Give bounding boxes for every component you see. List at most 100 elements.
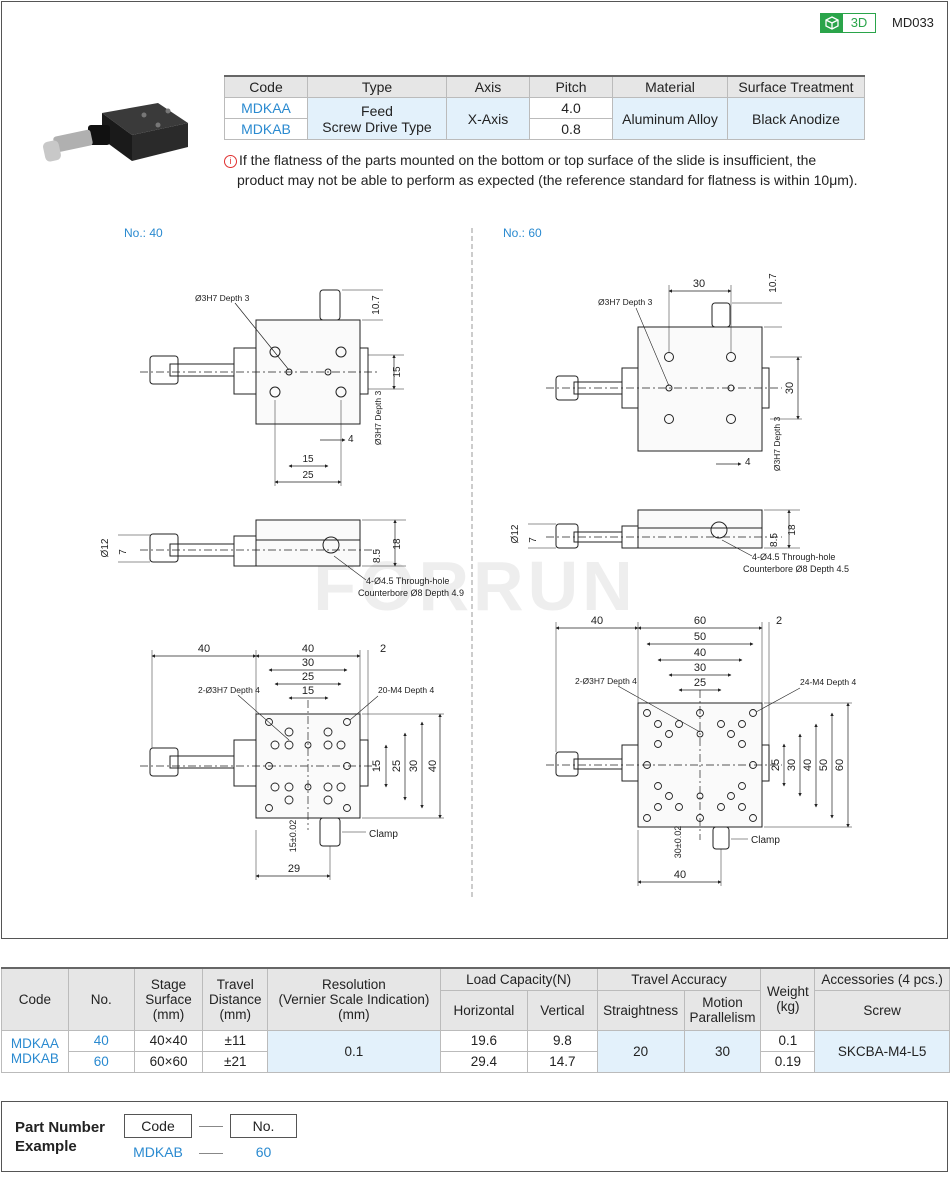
main-straightness: 20 — [596, 1029, 685, 1073]
pn-no-value[interactable]: 60 — [255, 1144, 272, 1160]
spec-code-mdkaa[interactable]: MDKAA — [224, 97, 308, 119]
no60-top-4: 4 — [745, 457, 751, 468]
main-code-mdkaa[interactable]: MDKAA — [10, 1036, 59, 1051]
3d-label: 3D — [850, 15, 868, 30]
no60-bot-v40: 40 — [802, 759, 814, 771]
upper-frame — [1, 1, 948, 939]
weight-l1: Weight — [766, 984, 809, 1000]
label-no40: No.: 40 — [124, 226, 163, 240]
no60-bot-v30: 30 — [786, 759, 798, 771]
pn-code-value[interactable]: MDKAB — [133, 1144, 183, 1160]
spec-header-pitch: Pitch — [529, 75, 613, 98]
stage-l1: Stage — [150, 976, 187, 992]
main-row1-stage: 40×40 — [133, 1029, 204, 1052]
no40-bot-v25: 25 — [391, 760, 403, 772]
spec-code-mdkab[interactable]: MDKAB — [224, 118, 308, 140]
note-line2: product may not be able to perform as ex… — [237, 172, 858, 188]
no60-bot-30: 30 — [694, 662, 706, 674]
travel-l1: Travel — [216, 976, 254, 992]
no40-bot-v15: 15 — [371, 760, 383, 772]
no40-top-25: 25 — [302, 470, 314, 481]
no40-bot-tap-label: 20-M4 Depth 4 — [378, 685, 434, 695]
no60-top-30: 30 — [693, 278, 705, 290]
main-row2-no: 60 — [67, 1050, 135, 1073]
pn-no-box: No. — [230, 1114, 297, 1138]
travel-l3: (mm) — [219, 1006, 252, 1022]
info-icon: i — [224, 155, 237, 168]
no60-bot-tap-label: 24-M4 Depth 4 — [800, 677, 856, 687]
res-l1: Resolution — [322, 976, 386, 992]
no60-side-7: 7 — [528, 537, 539, 543]
no60-top-hole: Ø3H7 Depth 3 — [598, 297, 653, 307]
spec-header-surface: Surface Treatment — [727, 75, 865, 98]
main-code-mdkab[interactable]: MDKAB — [10, 1051, 59, 1066]
no60-bot-60: 60 — [694, 615, 706, 627]
stage-l3: (mm) — [152, 1006, 185, 1022]
no60-bot-25: 25 — [694, 677, 706, 689]
main-motion-parallelism: 30 — [683, 1029, 762, 1073]
no60-side-8-5: 8.5 — [769, 533, 780, 547]
no60-top-10-7: 10.7 — [768, 273, 779, 293]
no60-side-through2: Counterbore Ø8 Depth 4.5 — [743, 564, 849, 574]
pn-title-l2: Example — [15, 1138, 77, 1155]
no40-top-10-7: 10.7 — [371, 295, 382, 315]
no40-top-4: 4 — [348, 434, 354, 445]
main-header-resolution: Resolution(Vernier Scale Indication)(mm) — [267, 967, 441, 1031]
no40-bot-40a: 40 — [198, 643, 210, 655]
main-row1-horizontal: 19.6 — [439, 1029, 529, 1052]
no40-bot-30: 30 — [302, 657, 314, 669]
technical-drawings: FORRUN No.: 40 No.: 60 Ø3H7 Depth 3 10.7… — [100, 226, 856, 898]
main-header-vertical: Vertical — [527, 989, 598, 1031]
main-row1-travel: ±11 — [202, 1029, 269, 1052]
no60-bot-v25: 25 — [770, 759, 782, 771]
main-screw: SKCBA-M4-L5 — [814, 1029, 950, 1073]
no60-top-v30: 30 — [784, 382, 796, 394]
no40-bot-29: 29 — [288, 863, 300, 875]
spec-pitch-2: 0.8 — [529, 118, 613, 140]
no60-bot-40c: 40 — [674, 869, 686, 881]
no40-bot-v40: 40 — [427, 760, 439, 772]
label-no60: No.: 60 — [503, 226, 542, 240]
main-row2-weight: 0.19 — [760, 1050, 816, 1073]
main-row2-vertical: 14.7 — [527, 1050, 598, 1073]
no60-side-through1: 4-Ø4.5 Through-hole — [752, 552, 835, 562]
main-header-accuracy: Travel Accuracy — [596, 967, 762, 991]
no40-top-15: 15 — [302, 454, 314, 465]
no40-bot-40b: 40 — [302, 643, 314, 655]
main-header-no: No. — [67, 967, 135, 1031]
no60-bot-50: 50 — [694, 631, 706, 643]
no40-top-15v: 15 — [392, 366, 403, 378]
pn-dash-top — [199, 1126, 223, 1127]
spec-type-line1: Feed — [361, 102, 393, 119]
spec-surface: Black Anodize — [727, 97, 865, 140]
watermark: FORRUN — [313, 547, 636, 625]
spec-header-axis: Axis — [446, 75, 530, 98]
weight-l2: (kg) — [776, 999, 800, 1015]
no60-bot-hole-label: 2-Ø3H7 Depth 4 — [575, 676, 637, 686]
no60-side-12: Ø12 — [510, 524, 521, 543]
stage-l2: Surface — [145, 991, 192, 1007]
pn-title-l1: Part Number — [15, 1119, 106, 1136]
motion-l1: Motion — [702, 995, 743, 1010]
main-row1-vertical: 9.8 — [527, 1029, 598, 1052]
no40-side-7: 7 — [118, 549, 129, 555]
spec-header-code: Code — [224, 75, 308, 98]
spec-material: Aluminum Alloy — [612, 97, 728, 140]
3d-model-button[interactable]: 3D — [820, 13, 876, 33]
no60-bot-tol: 30±0.02 — [673, 826, 683, 858]
no60-bot-clamp: Clamp — [751, 835, 780, 846]
no60-bot-2: 2 — [776, 615, 782, 627]
no60-side-18: 18 — [787, 524, 798, 536]
page-code: MD033 — [892, 15, 934, 30]
main-header-screw: Screw — [814, 989, 950, 1031]
pn-dash-bottom — [199, 1153, 223, 1154]
no40-side-18: 18 — [392, 538, 403, 550]
main-header-load: Load Capacity(N) — [439, 967, 598, 991]
no40-side-8-5: 8.5 — [372, 549, 383, 563]
no60-bot-40: 40 — [591, 615, 603, 627]
